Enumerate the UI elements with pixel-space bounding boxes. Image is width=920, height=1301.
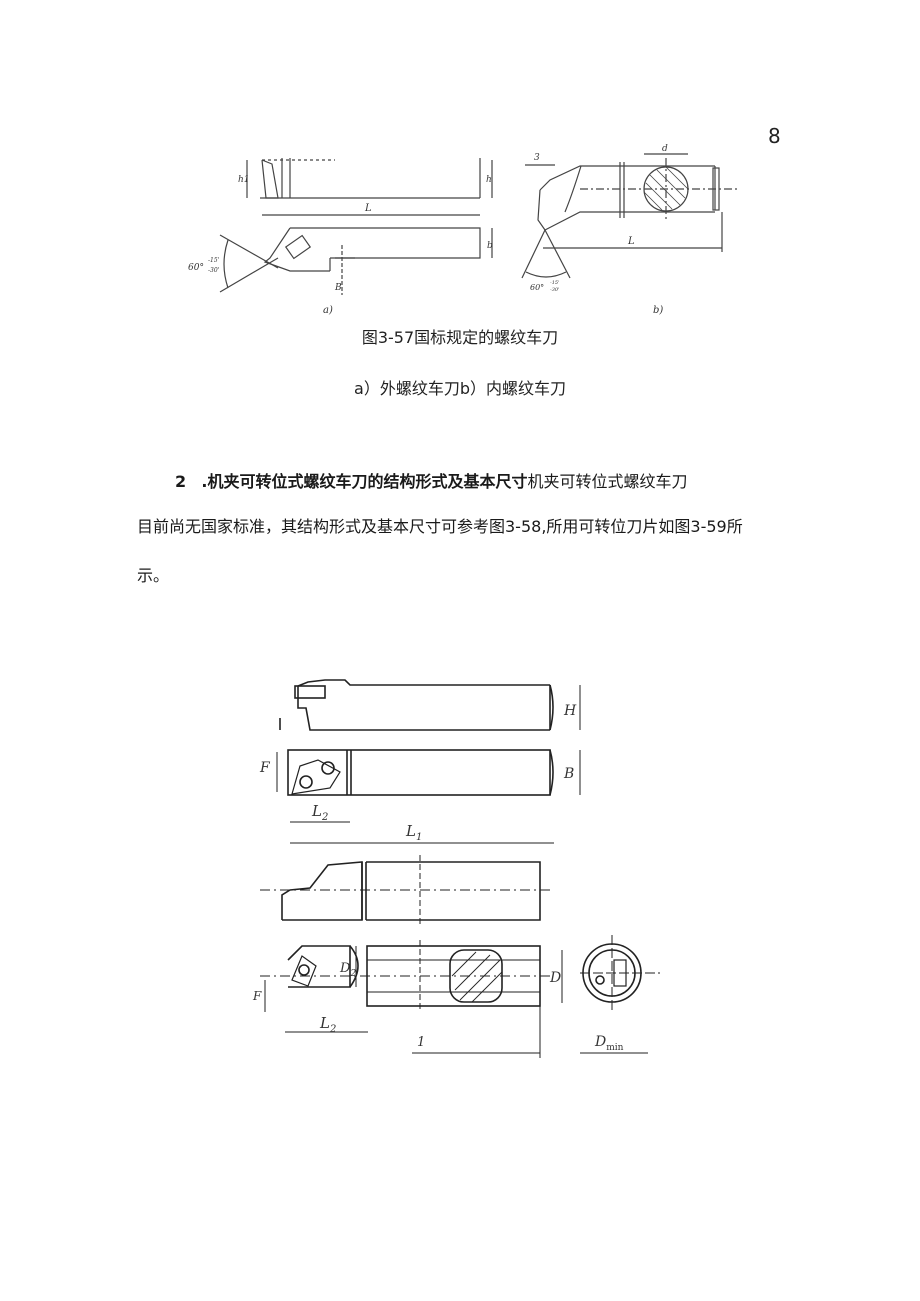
svg-text:B: B (563, 766, 574, 782)
body-text-line-2: 示。 (137, 566, 170, 585)
body-text-line-1: 目前尚无国家标准，其结构形式及基本尺寸可参考图3-58,所用可转位刀片如图3-5… (137, 517, 743, 536)
svg-text:D: D (549, 970, 561, 986)
svg-text:Dmin: Dmin (594, 1034, 624, 1053)
svg-text:L2: L2 (319, 1014, 336, 1035)
external-thread-tool-side-view: h1 h L (238, 158, 493, 216)
figure-3-57-drawing: h1 h L B b 60° -15' -30' a) (160, 140, 780, 320)
internal-tool-end-view: Dmin (580, 935, 660, 1054)
svg-text:60°: 60° (530, 283, 544, 292)
svg-text:h1: h1 (238, 175, 250, 185)
svg-text:H: H (563, 703, 577, 719)
svg-text:b): b) (653, 305, 663, 316)
svg-text:-30': -30' (550, 287, 559, 293)
external-thread-tool-top-view: B b 60° -15' -30' (188, 227, 493, 295)
svg-text:d: d (662, 144, 668, 154)
svg-text:F: F (259, 760, 271, 776)
svg-text:h: h (486, 175, 492, 185)
svg-text:L: L (364, 203, 372, 214)
svg-text:a): a) (323, 305, 333, 316)
svg-text:-15': -15' (550, 280, 559, 286)
external-tool-side-view: H (294, 679, 581, 731)
page-number: 8 (768, 124, 781, 148)
heading-bold-text: .机夹可转位式螺纹车刀的结构形式及基本尺寸 (201, 472, 528, 491)
svg-text:F: F (252, 989, 262, 1003)
svg-text:3: 3 (534, 153, 540, 163)
figure-subcaption: a）外螺纹车刀b）内螺纹车刀 (354, 379, 566, 398)
svg-text:60°: 60° (188, 263, 204, 273)
svg-text:b: b (487, 241, 493, 251)
internal-tool-side-view (260, 718, 550, 925)
svg-text:L1: L1 (405, 822, 422, 843)
figure-caption: 图3-57国标规定的螺纹车刀 (361, 328, 559, 347)
internal-thread-tool-drawing: d 3 L 60° -15' -30' (521, 144, 740, 293)
heading-number: 2 (175, 472, 187, 491)
svg-text:L2: L2 (311, 802, 328, 823)
internal-tool-top-view: D2 D F L2 1 (252, 940, 563, 1058)
svg-text:-15': -15' (208, 257, 220, 264)
svg-text:B: B (334, 283, 342, 293)
svg-text:-30': -30' (208, 267, 220, 274)
svg-text:L: L (627, 236, 635, 247)
heading-continuation: 机夹可转位式螺纹车刀 (527, 472, 688, 491)
external-tool-top-view: B F L2 L1 (259, 749, 581, 844)
svg-text:1: 1 (417, 1035, 425, 1050)
svg-text:D2: D2 (339, 961, 356, 979)
figure-3-58-drawing: H B F L2 L1 (250, 660, 680, 1080)
section-heading: 2 .机夹可转位式螺纹车刀的结构形式及基本尺寸机夹可转位式螺纹车刀 (175, 472, 835, 492)
